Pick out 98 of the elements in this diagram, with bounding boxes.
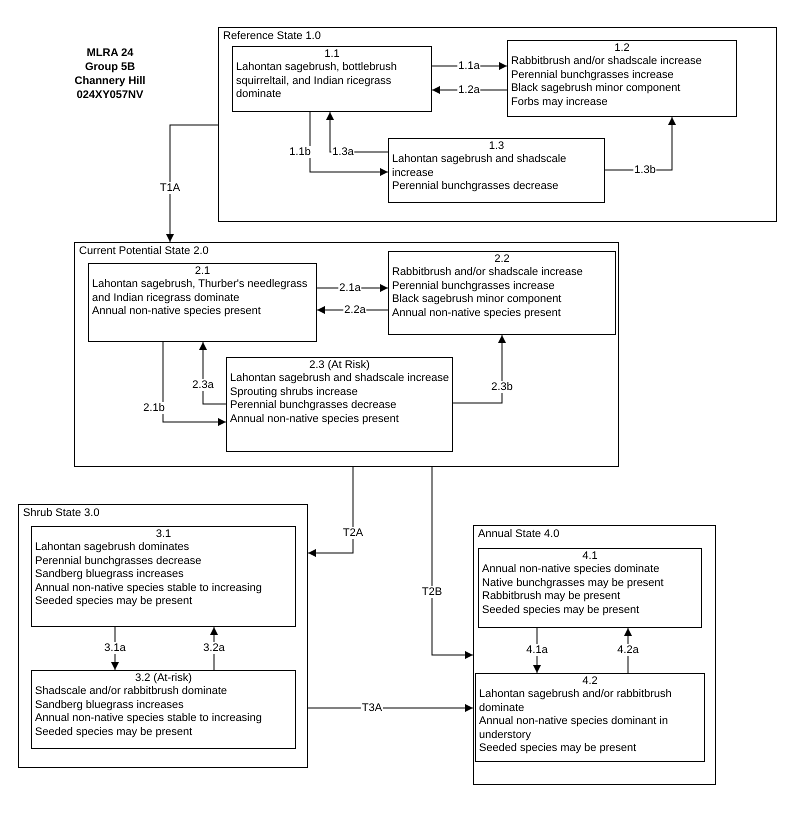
phase-description: Shadscale and/or rabbitbrush dominate: [34, 685, 228, 698]
phase-description: Seeded species may be present: [478, 742, 638, 756]
arrow: [533, 628, 541, 674]
arrow: [432, 466, 474, 659]
phase-description: Annual non-native species present: [91, 305, 262, 318]
phase-number: 1.1: [323, 48, 341, 61]
site-id-text: Group 5B: [84, 60, 136, 74]
state-title: Shrub State 3.0: [23, 506, 100, 520]
phase-description: Lahontan sagebrush, Thurber's needlegrass and Indian ricegrass dominate: [91, 278, 308, 305]
community-phase-box: [88, 263, 317, 342]
phase-description: Native bunchgrasses may be present: [481, 576, 665, 590]
phase-description: Lahontan sagebrush and shadscale increase: [229, 372, 450, 386]
edge-label: 2.1b: [142, 402, 166, 414]
edge-label: 1.3b: [633, 164, 657, 176]
edge-label: 3.1a: [103, 642, 127, 654]
edge-label: T3A: [360, 702, 384, 714]
phase-description: Seeded species may be present: [481, 604, 640, 617]
phase-number: 1.3: [488, 140, 506, 153]
site-id-text: 024XY057NV: [76, 88, 144, 102]
arrow: [166, 124, 218, 242]
phase-description: Perennial bunchgrasses increase: [510, 68, 675, 82]
phase-description: Lahontan sagebrush dominates: [34, 541, 190, 554]
phase-number: 2.2: [493, 253, 511, 266]
site-id-text: MLRA 24: [86, 46, 134, 60]
phase-description: Annual non-native species dominate: [481, 563, 660, 576]
phase-description: Annual non-native species present: [391, 306, 562, 320]
phase-description: Sprouting shrubs increase: [229, 386, 359, 399]
community-phase-box: [507, 40, 737, 117]
edge-label: 1.1b: [288, 146, 312, 158]
phase-description: Black sagebrush minor component: [391, 293, 562, 306]
phase-description: Seeded species may be present: [34, 595, 194, 608]
edge-label: 3.2a: [202, 642, 226, 654]
edge-label: 2.1a: [338, 282, 362, 294]
arrow: [624, 628, 632, 674]
edge-label: 2.2a: [343, 304, 367, 316]
arrow: [452, 334, 506, 404]
phase-description: Perennial bunchgrasses decrease: [391, 180, 560, 194]
phase-number: 3.2 (At-risk): [134, 672, 193, 685]
state-title: Annual State 4.0: [478, 527, 560, 541]
phase-number: 2.1: [194, 265, 212, 278]
phase-description: Black sagebrush minor component: [510, 82, 682, 96]
edge-label: 1.1a: [457, 60, 481, 72]
phase-description: Perennial bunchgrasses decrease: [34, 554, 202, 568]
community-phase-box: [226, 357, 453, 452]
edge-label: T2A: [342, 527, 364, 539]
state-box: [218, 27, 777, 222]
arrow: [432, 62, 508, 70]
phase-description: Forbs may increase: [510, 96, 609, 109]
edge-label: T1A: [158, 182, 182, 194]
edge-label: 1.2a: [457, 84, 481, 96]
phase-description: Sandberg bluegrass increases: [34, 698, 185, 712]
arrow: [326, 112, 388, 152]
community-phase-box: [388, 251, 616, 335]
arrow: [199, 342, 226, 404]
state-box: [473, 525, 716, 785]
edge-label: 2.3a: [191, 379, 215, 391]
phase-number: 1.2: [613, 42, 631, 55]
edge-label: 4.1a: [525, 644, 549, 656]
community-phase-box: [31, 526, 296, 627]
phase-description: Perennial bunchgrasses increase: [391, 280, 556, 293]
community-phase-box: [31, 670, 296, 749]
site-id-text: Channery Hill: [74, 74, 146, 88]
phase-description: Annual non-native species present: [229, 412, 400, 426]
arrow: [308, 466, 354, 557]
arrow: [604, 116, 676, 170]
edge-label: 2.3b: [490, 381, 514, 393]
phase-description: Lahontan sagebrush, bottlebrush squirreltail, and Indian ricegrass dominate: [235, 61, 398, 102]
community-phase-box: [478, 548, 702, 628]
community-phase-box: [232, 46, 432, 112]
arrow: [310, 112, 388, 176]
arrow: [162, 342, 226, 426]
arrow: [308, 704, 474, 712]
phase-description: Annual non-native species stable to increasing: [34, 582, 263, 595]
phase-description: Rabbitbrush may be present: [481, 590, 622, 604]
state-title: Current Potential State 2.0: [79, 244, 209, 258]
state-box: [18, 504, 308, 768]
phase-number: 3.1: [154, 528, 172, 541]
phase-description: Rabbitbrush and/or shadscale increase: [510, 55, 703, 68]
edge-label: 1.3a: [331, 146, 355, 158]
arrow: [210, 626, 218, 670]
state-title: Reference State 1.0: [223, 29, 321, 43]
phase-description: Perennial bunchgrasses decrease: [229, 399, 398, 412]
phase-description: Seeded species may be present: [34, 726, 194, 739]
phase-description: Lahontan sagebrush and shadscale increase: [391, 153, 568, 180]
arrow: [111, 626, 119, 670]
phase-description: Lahontan sagebrush and/or rabbitbrush dominate: [478, 688, 673, 715]
edge-label: T2B: [420, 586, 444, 598]
phase-description: Sandberg bluegrass increases: [34, 568, 185, 582]
phase-number: 4.2: [581, 675, 599, 688]
phase-description: Annual non-native species dominant in understory: [478, 715, 669, 742]
phase-description: Annual non-native species stable to increasing: [34, 712, 263, 726]
community-phase-box: [475, 673, 705, 762]
community-phase-box: [388, 138, 605, 203]
phase-number: 2.3 (At Risk): [308, 359, 371, 372]
phase-description: Rabbitbrush and/or shadscale increase: [391, 266, 584, 280]
phase-number: 4.1: [581, 550, 599, 563]
edge-label: 4.2a: [616, 644, 640, 656]
state-box: [74, 242, 619, 467]
